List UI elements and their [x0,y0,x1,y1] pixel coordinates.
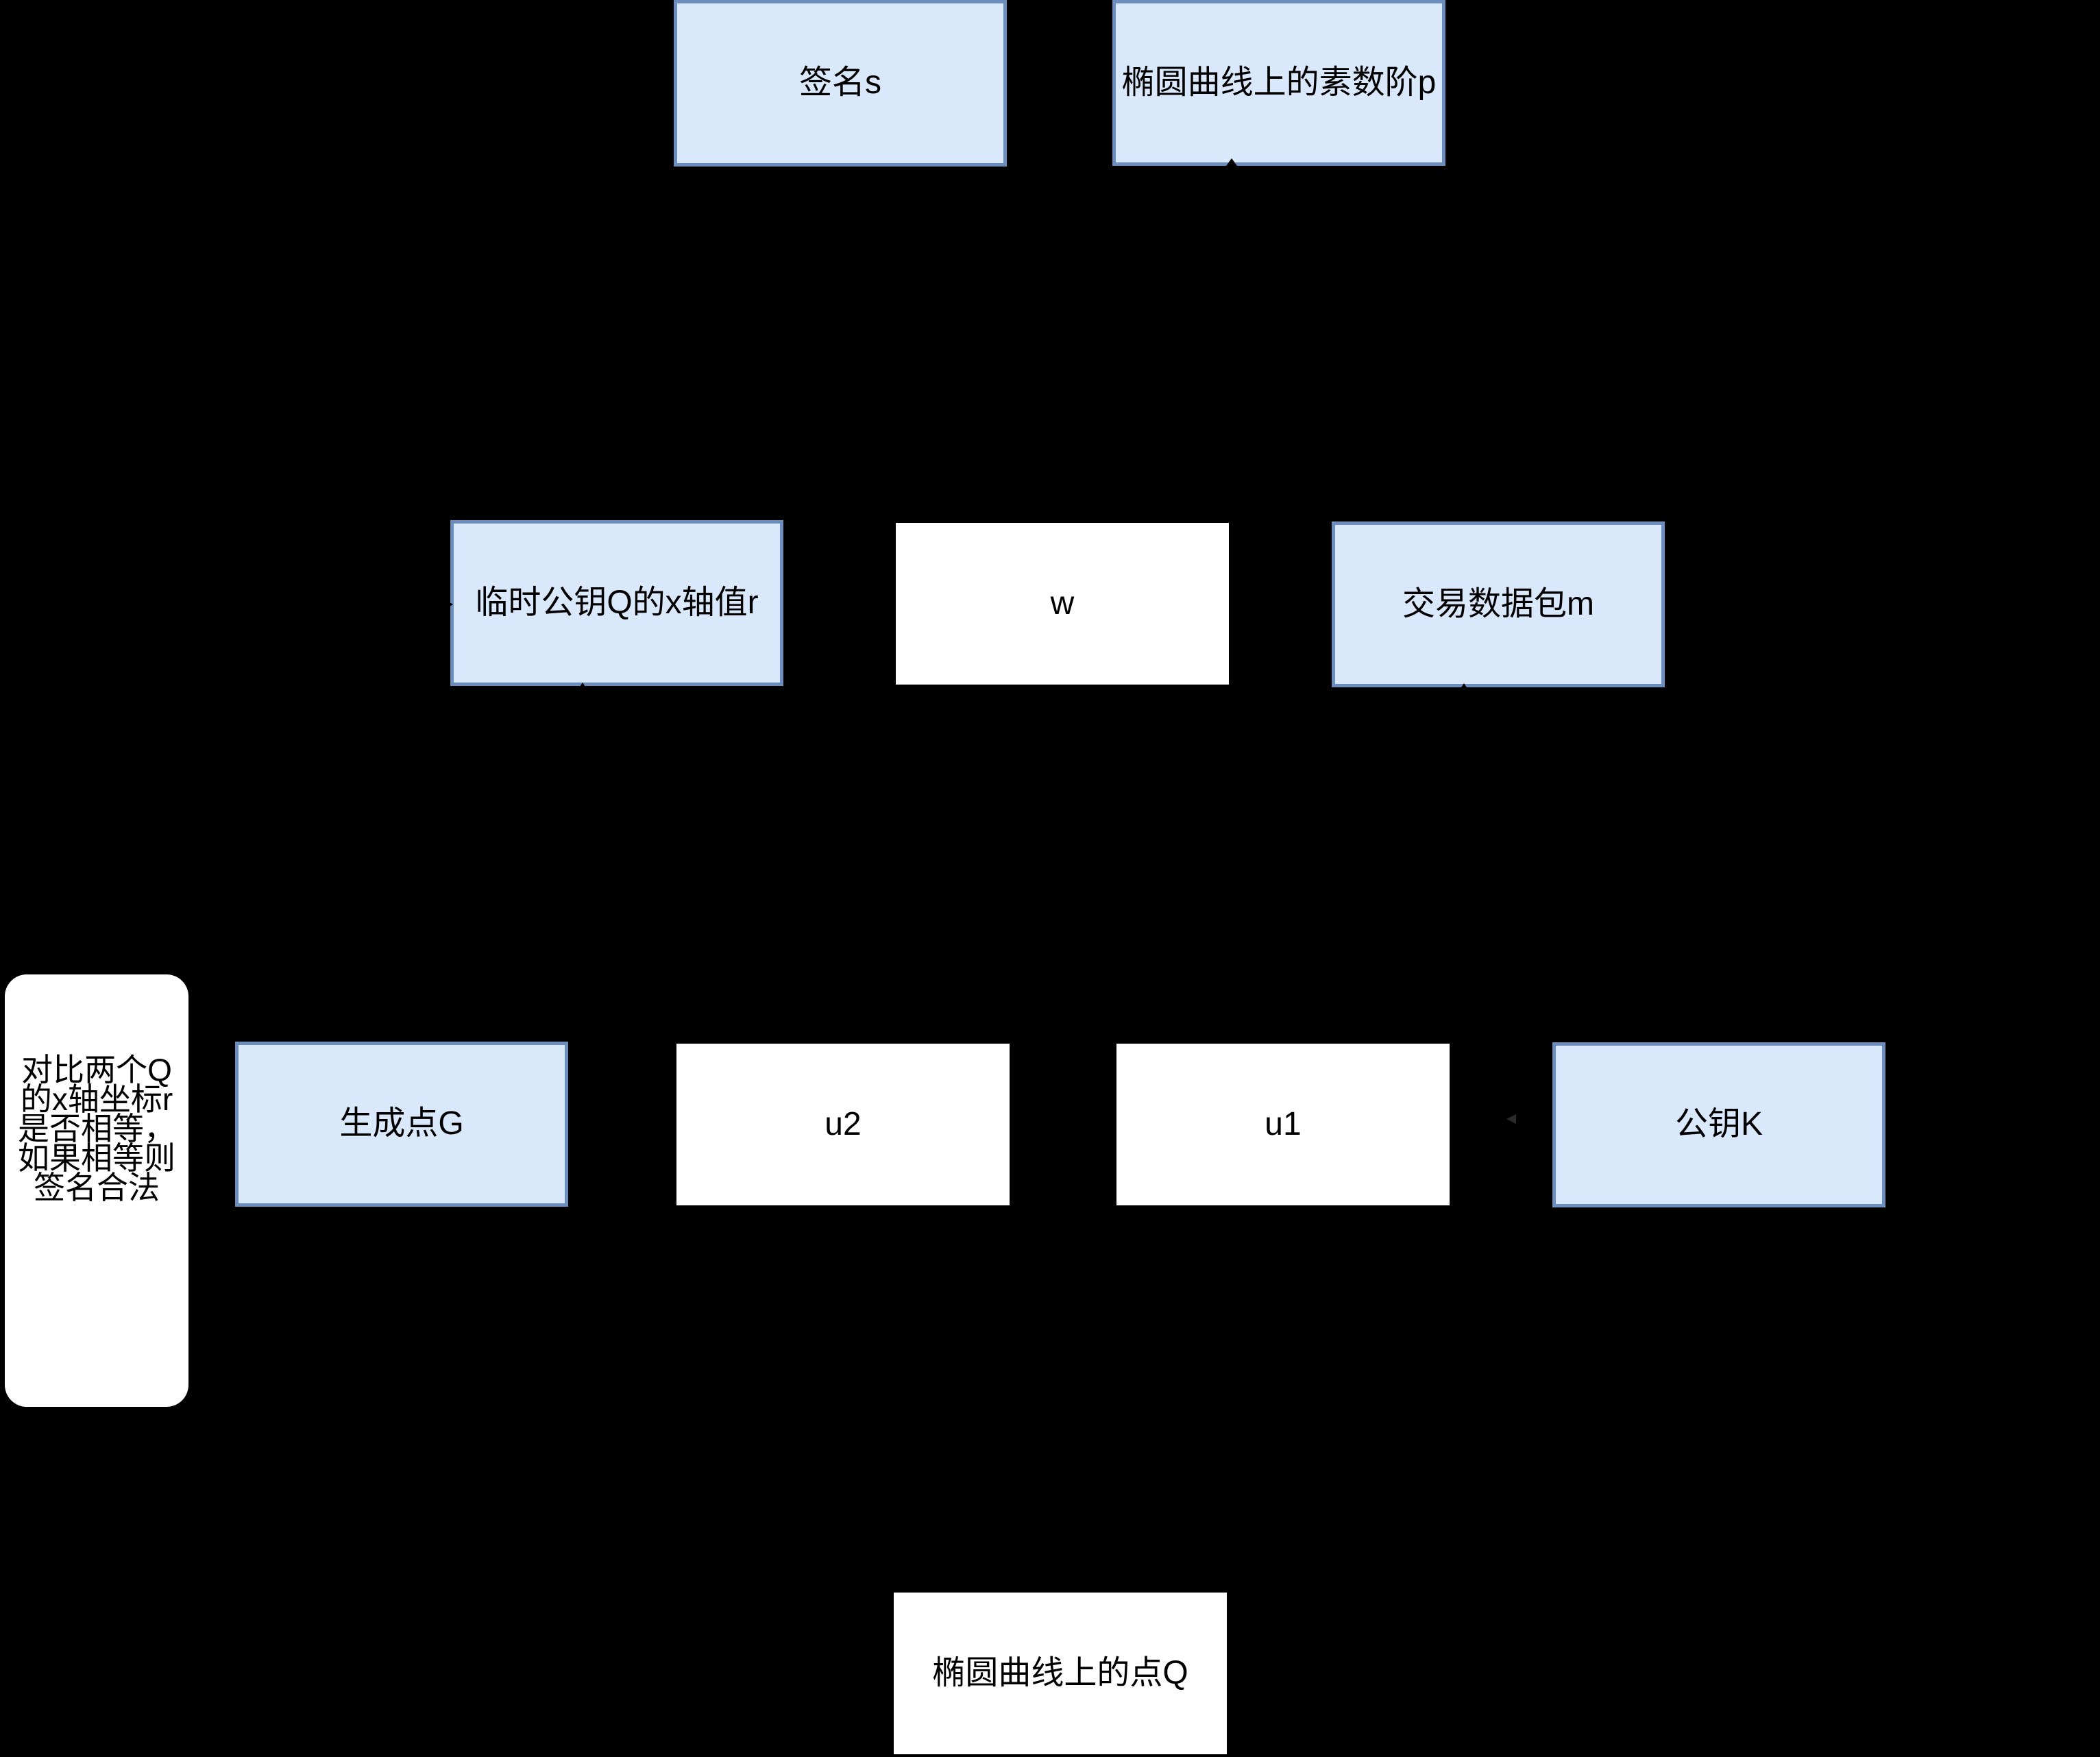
node-point-q: 椭圆曲线上的点Q [894,1593,1227,1754]
node-tx-data-m-label: 交易数据包m [1402,585,1594,622]
note-compare-result: 对比两个Q 的x轴坐标r 是否相等， 如果相等则 签名合法 [5,974,188,1407]
arrowhead-fragment-left-near-key-k [1506,1114,1516,1124]
node-u2-label: u2 [825,1105,862,1142]
node-u1-label: u1 [1265,1105,1302,1142]
node-tx-data-m: 交易数据包m [1332,521,1665,687]
node-temp-pubkey-x-r-label: 临时公钥Q的x轴值r [475,584,759,621]
note-line-5: 签名合法 [34,1170,160,1205]
note-line-3: 是否相等， [18,1111,175,1146]
note-line-2: 的x轴坐标r [20,1081,173,1117]
node-signature-s: 签名s [674,0,1007,167]
node-u2: u2 [676,1044,1010,1205]
note-line-1: 对比两个Q [21,1052,172,1088]
note-line-4: 如果相等则 [18,1140,175,1176]
node-signature-s-label: 签名s [798,64,881,101]
node-point-q-label: 椭圆曲线上的点Q [932,1654,1188,1691]
node-generator-g-label: 生成点G [339,1105,464,1142]
node-w: w [896,523,1229,685]
node-public-key-k: 公钥K [1552,1042,1885,1207]
node-w-label: w [1050,585,1075,622]
node-generator-g: 生成点G [235,1042,568,1207]
node-temp-pubkey-x-r: 临时公钥Q的x轴值r [450,520,783,686]
node-public-key-k-label: 公钥K [1674,1106,1763,1143]
node-prime-order-p-label: 椭圆曲线上的素数阶p [1121,64,1437,101]
node-prime-order-p: 椭圆曲线上的素数阶p [1112,0,1445,166]
node-u1: u1 [1116,1044,1450,1205]
